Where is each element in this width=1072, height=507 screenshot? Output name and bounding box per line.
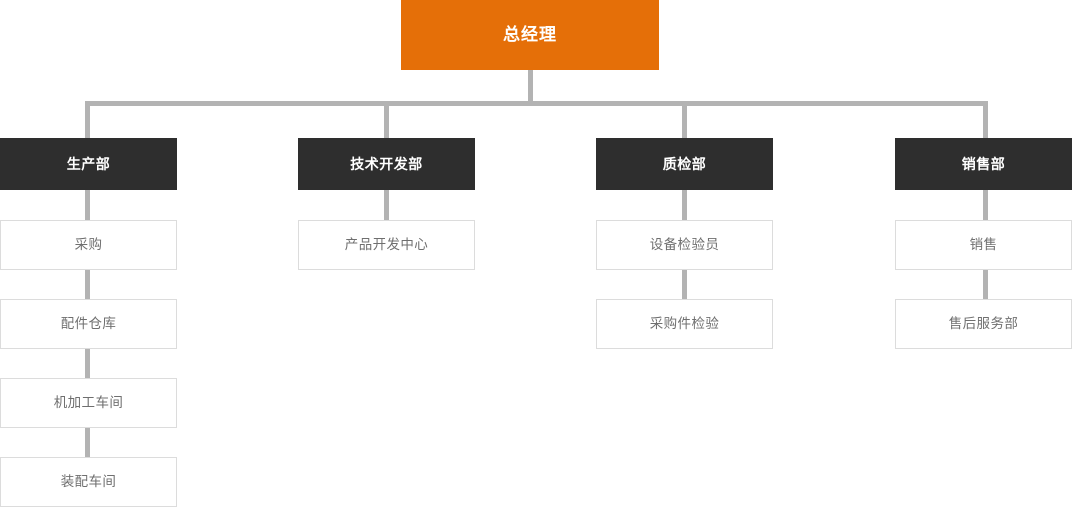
node-label: 总经理: [503, 24, 557, 44]
node-label: 采购件检验: [649, 315, 720, 331]
node-label: 销售: [969, 236, 998, 252]
connector-dept-1-to-child-1: [85, 190, 90, 220]
connector-horizontal-bus: [85, 101, 988, 106]
connector-dept-2-to-child-1: [384, 190, 389, 220]
node-sub-procurement[interactable]: 采购: [0, 220, 177, 270]
connector-dept-3-child-1-to-child-2: [682, 270, 687, 299]
node-label: 配件仓库: [60, 315, 117, 331]
node-label: 机加工车间: [53, 394, 124, 410]
connector-dept-4-child-1-to-child-2: [983, 270, 988, 299]
node-sub-parts-warehouse[interactable]: 配件仓库: [0, 299, 177, 349]
node-root-general-manager[interactable]: 总经理: [401, 0, 659, 70]
node-label: 采购: [74, 236, 103, 252]
node-label: 质检部: [662, 155, 707, 172]
node-label: 设备检验员: [649, 236, 720, 252]
connector-bus-to-dept-1: [85, 101, 90, 138]
connector-bus-to-dept-3: [682, 101, 687, 138]
node-dept-production[interactable]: 生产部: [0, 138, 177, 190]
node-dept-sales[interactable]: 销售部: [895, 138, 1072, 190]
node-sub-assembly-workshop[interactable]: 装配车间: [0, 457, 177, 507]
node-sub-product-development-center[interactable]: 产品开发中心: [298, 220, 475, 270]
node-sub-sales[interactable]: 销售: [895, 220, 1072, 270]
connector-child-1-to-child-2: [85, 270, 90, 299]
node-label: 装配车间: [60, 473, 117, 489]
node-sub-purchased-parts-inspection[interactable]: 采购件检验: [596, 299, 773, 349]
connector-dept-3-to-child-1: [682, 190, 687, 220]
connector-dept-4-to-child-1: [983, 190, 988, 220]
node-label: 生产部: [66, 155, 111, 172]
connector-bus-to-dept-4: [983, 101, 988, 138]
connector-bus-to-dept-2: [384, 101, 389, 138]
connector-child-2-to-child-3: [85, 349, 90, 378]
connector-child-3-to-child-4: [85, 428, 90, 457]
node-dept-quality-inspection[interactable]: 质检部: [596, 138, 773, 190]
node-label: 销售部: [961, 155, 1006, 172]
node-label: 售后服务部: [948, 315, 1019, 331]
node-dept-technical-development[interactable]: 技术开发部: [298, 138, 475, 190]
connector-root-down: [528, 70, 533, 103]
node-sub-after-sales-service[interactable]: 售后服务部: [895, 299, 1072, 349]
node-label: 技术开发部: [350, 155, 423, 172]
node-sub-machining-workshop[interactable]: 机加工车间: [0, 378, 177, 428]
node-label: 产品开发中心: [344, 236, 429, 252]
node-sub-equipment-inspector[interactable]: 设备检验员: [596, 220, 773, 270]
